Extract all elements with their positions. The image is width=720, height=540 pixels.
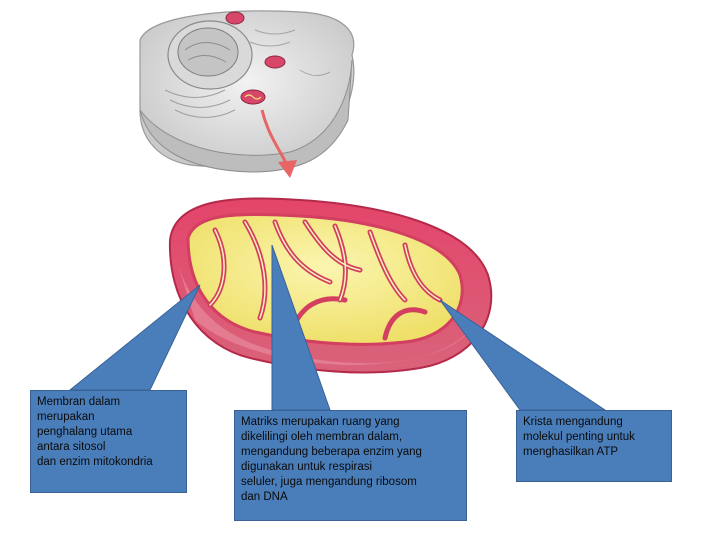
callout-line: merupakan	[37, 410, 180, 425]
callout-line: Krista mengandung	[523, 415, 665, 430]
callout-line: dan DNA	[241, 490, 460, 505]
small-mitochondrion-2	[265, 56, 285, 68]
cell-illustration	[140, 11, 354, 172]
callout-line: penghalang utama	[37, 425, 180, 440]
callout-inner-membrane: Membran dalam merupakan penghalang utama…	[30, 390, 187, 493]
callout-line: dikelilingi oleh membran dalam,	[241, 430, 460, 445]
callout-line: Matriks merupakan ruang yang	[241, 415, 460, 430]
pointer-cristae	[440, 300, 605, 410]
callout-line: menghasilkan ATP	[523, 445, 665, 460]
callout-line: antara sitosol	[37, 440, 180, 455]
callout-line: Membran dalam	[37, 395, 180, 410]
callout-cristae: Krista mengandung molekul penting untuk …	[516, 410, 672, 482]
callout-matrix: Matriks merupakan ruang yang dikelilingi…	[234, 410, 467, 521]
callout-line: seluler, juga mengandung ribosom	[241, 475, 460, 490]
callout-line: molekul penting untuk	[523, 430, 665, 445]
callout-line: dan enzim mitokondria	[37, 455, 180, 470]
callout-line: digunakan untuk respirasi	[241, 460, 460, 475]
callout-line: mengandung beberapa enzim yang	[241, 445, 460, 460]
small-mitochondrion-1	[226, 12, 244, 24]
mitochondrion	[170, 198, 491, 372]
pointer-inner-membrane	[70, 285, 200, 390]
